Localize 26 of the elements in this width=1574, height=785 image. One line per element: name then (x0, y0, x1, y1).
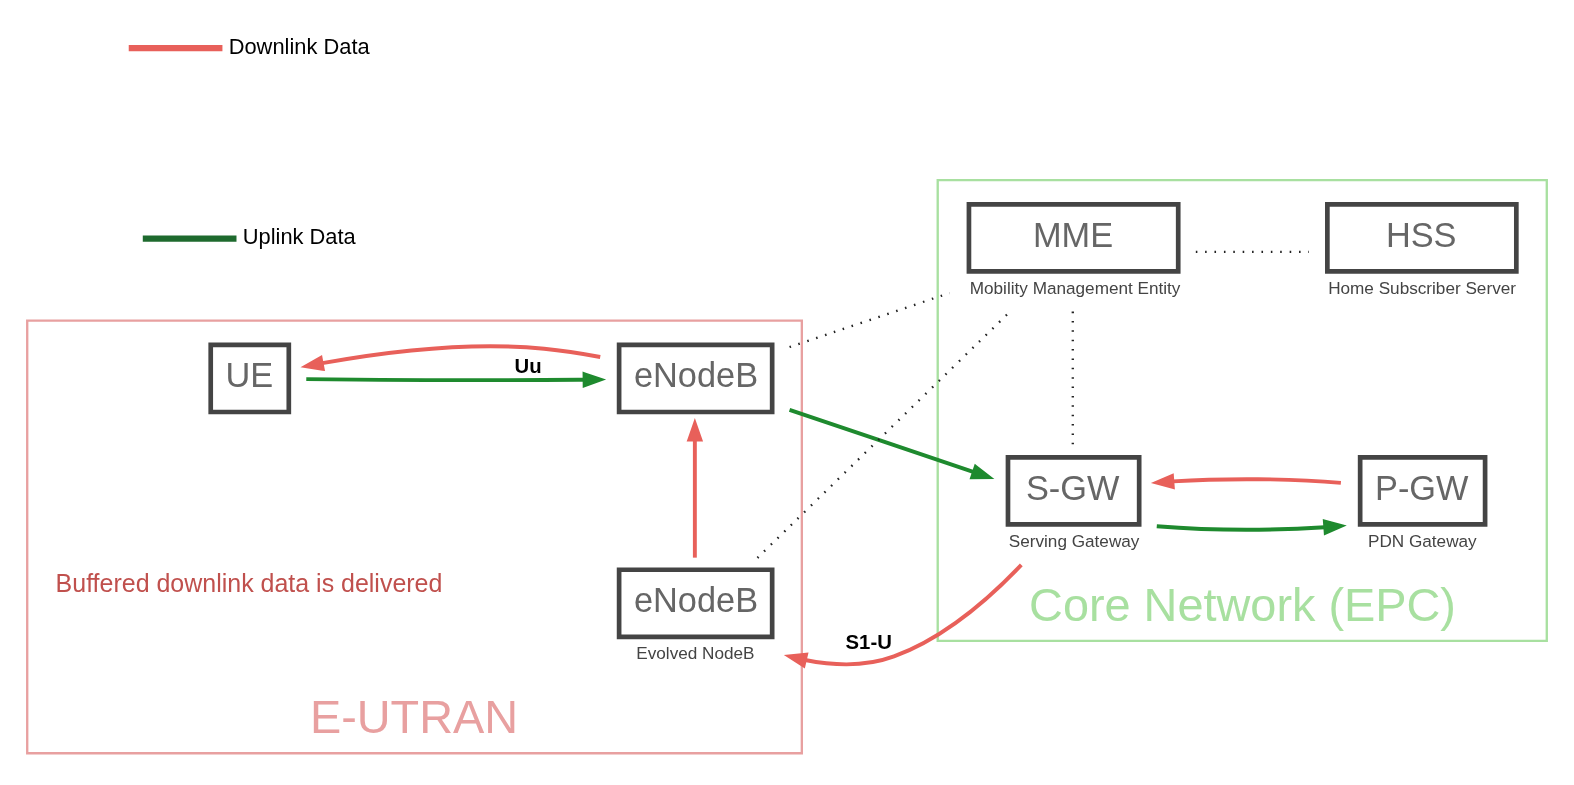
node-box: eNodeB (616, 567, 775, 640)
label: Buffered downlink data is delivered (55, 569, 443, 598)
arrow (1156, 519, 1347, 536)
node-box: S-GW (1005, 454, 1142, 527)
edge-label: S1-U (845, 631, 892, 654)
node-box: MME (966, 201, 1181, 274)
node-box: P-GW (1357, 454, 1488, 527)
arrow (1150, 473, 1342, 490)
arrow (300, 344, 601, 372)
node-label: Evolved NodeB (636, 643, 755, 664)
node-box: eNodeB (616, 342, 775, 415)
edge-label: Uu (514, 354, 542, 377)
node-label: Home Subscriber Server (1328, 277, 1516, 298)
arrow (686, 418, 704, 558)
node-label: PDN Gateway (1367, 530, 1477, 551)
node-label: Serving Gateway (1008, 530, 1140, 551)
connector (789, 291, 950, 349)
node-label: Mobility Management Entity (969, 277, 1181, 298)
arrow (788, 408, 995, 480)
node-box: HSS (1325, 201, 1519, 274)
legend-label: Uplink Data (242, 224, 356, 250)
connector (1071, 311, 1074, 446)
arrow (306, 371, 607, 388)
node-box: UE (208, 342, 292, 415)
legend-label: Downlink Data (228, 33, 370, 59)
arrow (783, 563, 1023, 669)
